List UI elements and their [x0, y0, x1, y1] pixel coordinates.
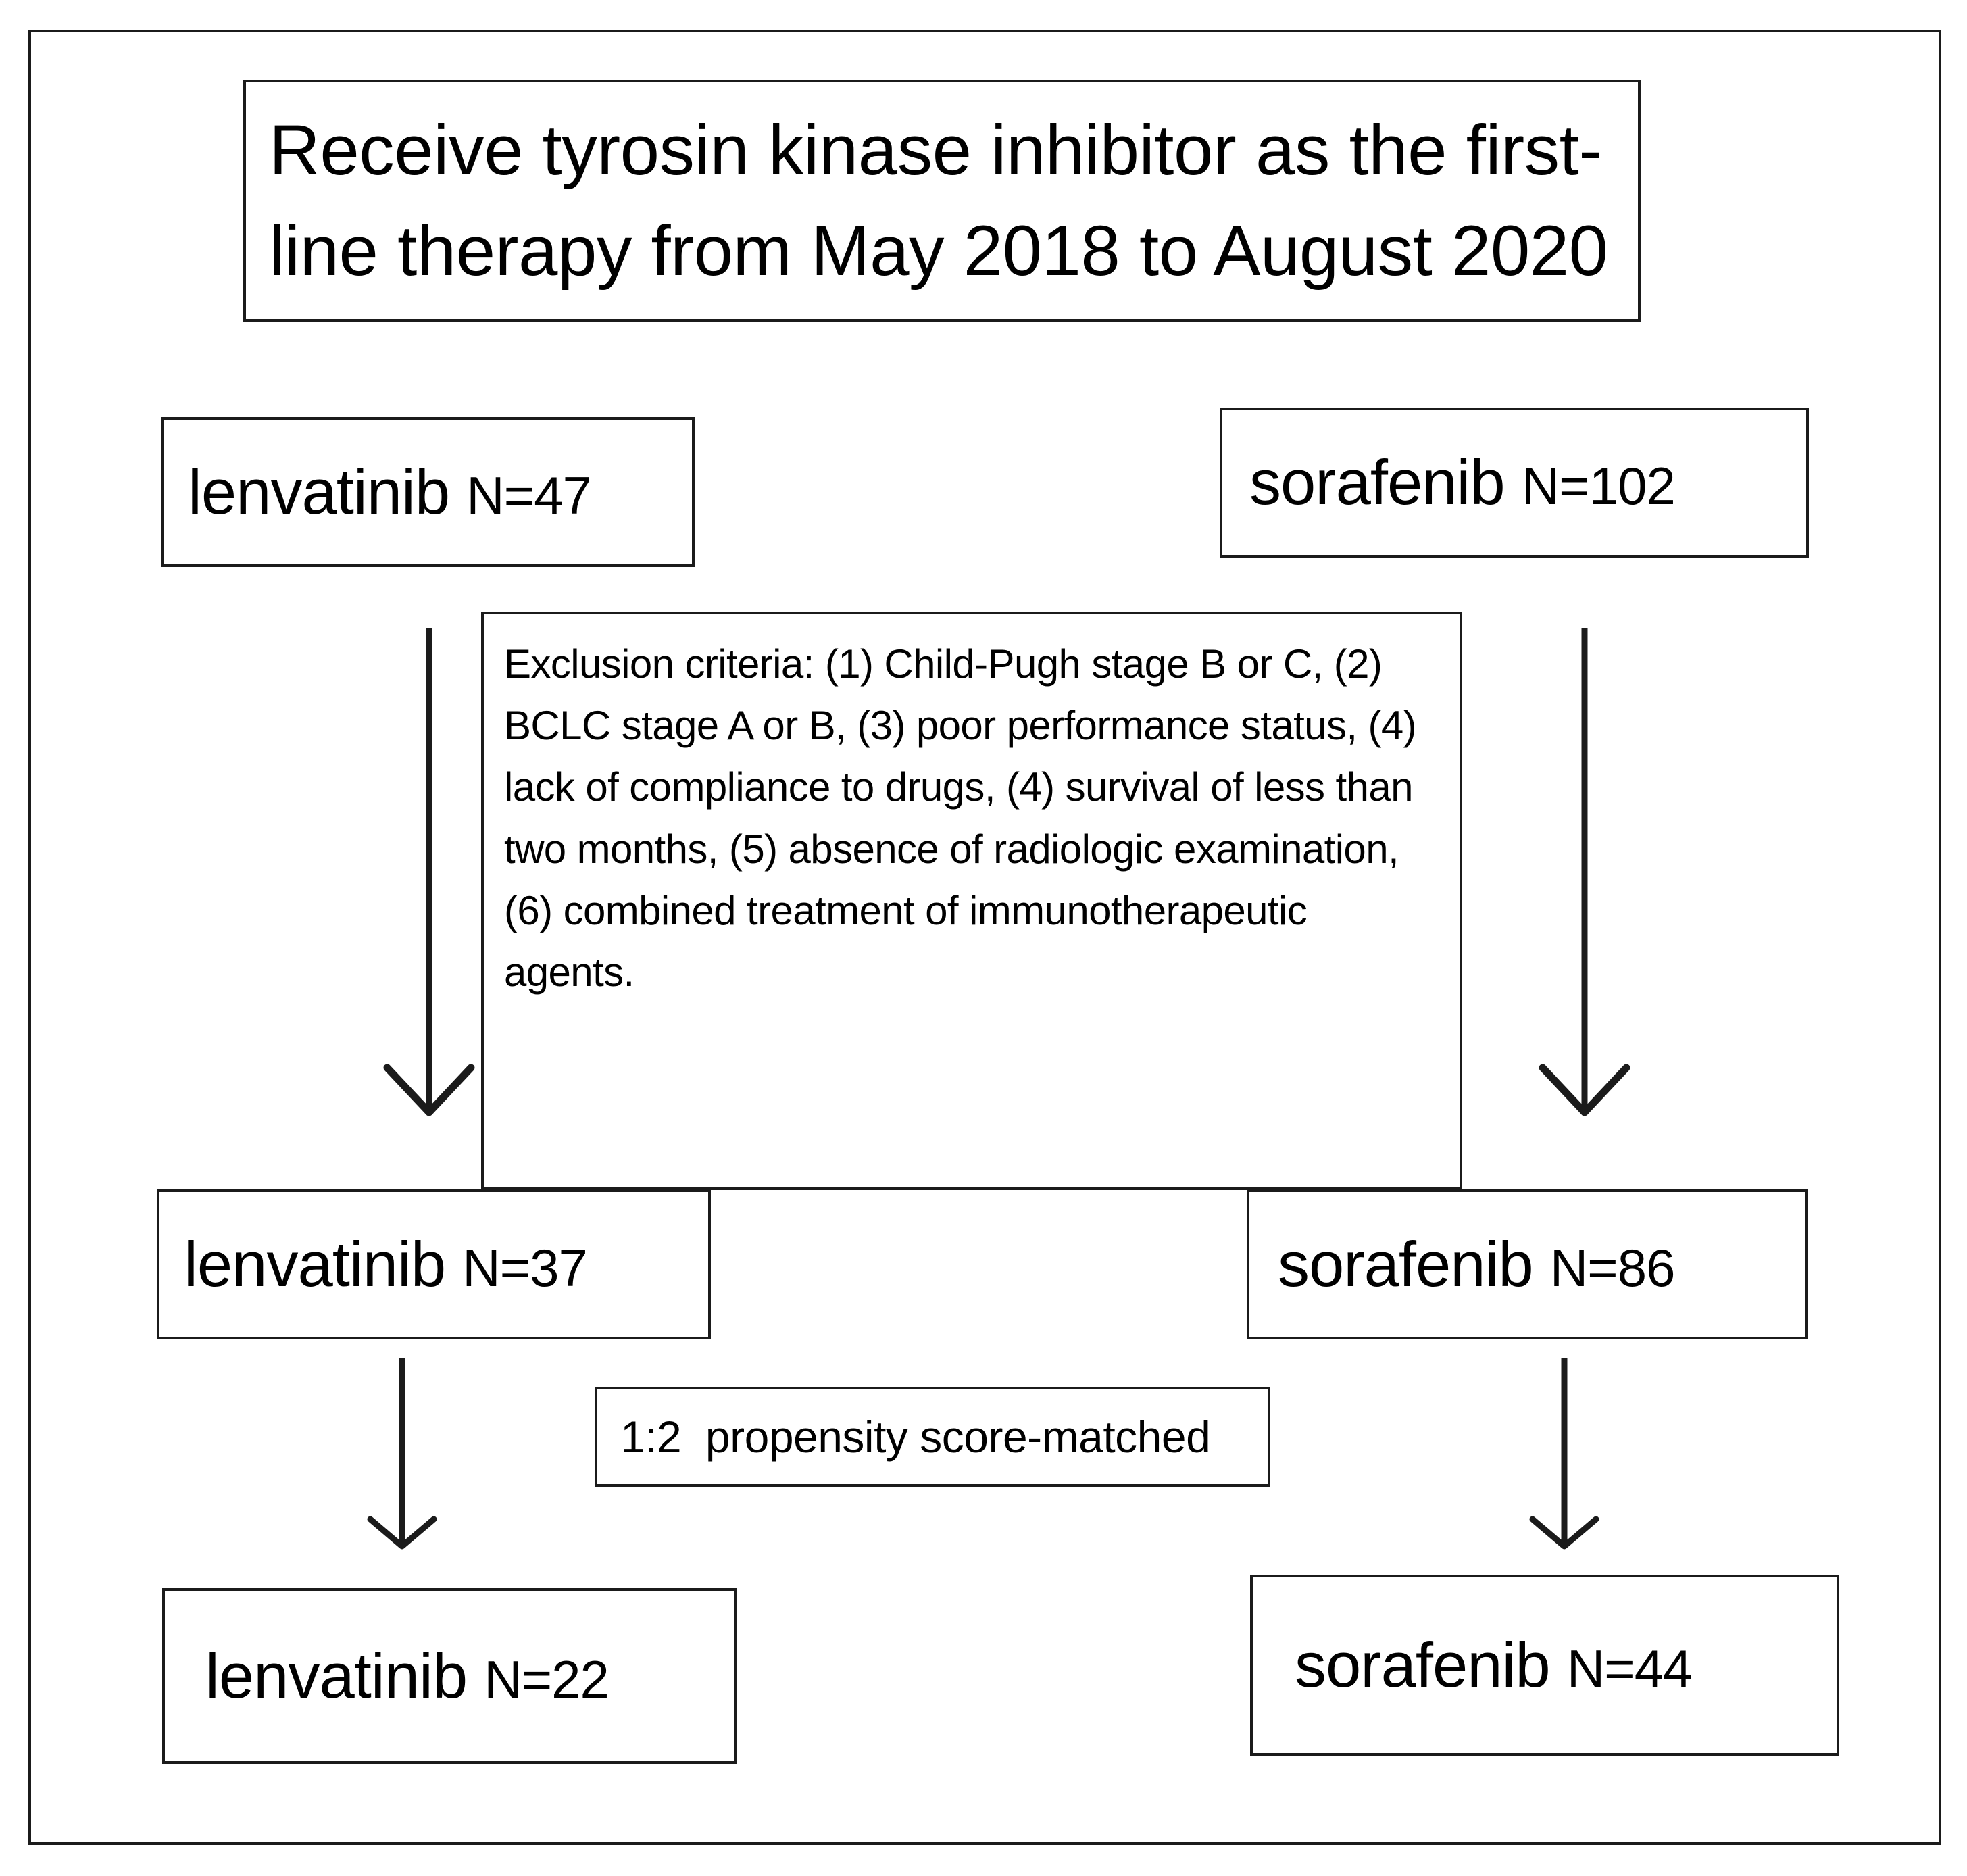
- node-exclusion-criteria: Exclusion criteria: (1) Child-Pugh stage…: [481, 612, 1462, 1190]
- node-lenvatinib-eligible-label: lenvatinib N=37: [184, 1228, 684, 1301]
- patient-count: N=47: [466, 466, 592, 525]
- node-exclusion-criteria-label: Exclusion criteria: (1) Child-Pugh stage…: [504, 641, 1428, 995]
- node-lenvatinib-matched-label: lenvatinib N=22: [205, 1639, 693, 1712]
- node-study-period-label: Receive tyrosin kinase inhibitor as the …: [269, 110, 1608, 291]
- node-sorafenib-eligible: sorafenib N=86: [1247, 1189, 1808, 1339]
- patient-count: N=22: [484, 1650, 609, 1709]
- arrow-down-lenvatinib-exclusion: [383, 628, 475, 1116]
- drug-name: sorafenib: [1249, 447, 1522, 518]
- patient-count: N=37: [462, 1238, 588, 1298]
- node-lenvatinib-enrolled: lenvatinib N=47: [161, 417, 695, 567]
- node-study-period: Receive tyrosin kinase inhibitor as the …: [243, 80, 1641, 322]
- patient-count: N=44: [1566, 1639, 1693, 1698]
- node-propensity-score-matching: 1:2 propensity score-matched: [595, 1387, 1270, 1487]
- node-lenvatinib-enrolled-label: lenvatinib N=47: [188, 455, 668, 528]
- node-propensity-score-matching-label: 1:2 propensity score-matched: [620, 1412, 1211, 1462]
- drug-name: lenvatinib: [188, 456, 467, 527]
- node-sorafenib-enrolled: sorafenib N=102: [1220, 408, 1809, 558]
- node-lenvatinib-matched: lenvatinib N=22: [162, 1588, 737, 1764]
- node-sorafenib-matched-label: sorafenib N=44: [1295, 1629, 1795, 1702]
- drug-name: sorafenib: [1278, 1229, 1550, 1300]
- node-sorafenib-enrolled-label: sorafenib N=102: [1249, 446, 1779, 519]
- diagram-outer-border: [28, 30, 1941, 1845]
- node-lenvatinib-eligible: lenvatinib N=37: [157, 1189, 711, 1339]
- patient-count: N=102: [1521, 456, 1676, 516]
- node-sorafenib-eligible-label: sorafenib N=86: [1278, 1228, 1776, 1301]
- node-sorafenib-matched: sorafenib N=44: [1250, 1575, 1839, 1756]
- arrow-down-sorafenib-matched: [1529, 1358, 1599, 1550]
- drug-name: lenvatinib: [205, 1640, 484, 1711]
- arrow-down-sorafenib-exclusion: [1539, 628, 1630, 1116]
- arrow-down-lenvatinib-matched: [367, 1358, 437, 1550]
- patient-count: N=86: [1549, 1238, 1676, 1298]
- drug-name: sorafenib: [1295, 1629, 1567, 1700]
- drug-name: lenvatinib: [184, 1229, 463, 1300]
